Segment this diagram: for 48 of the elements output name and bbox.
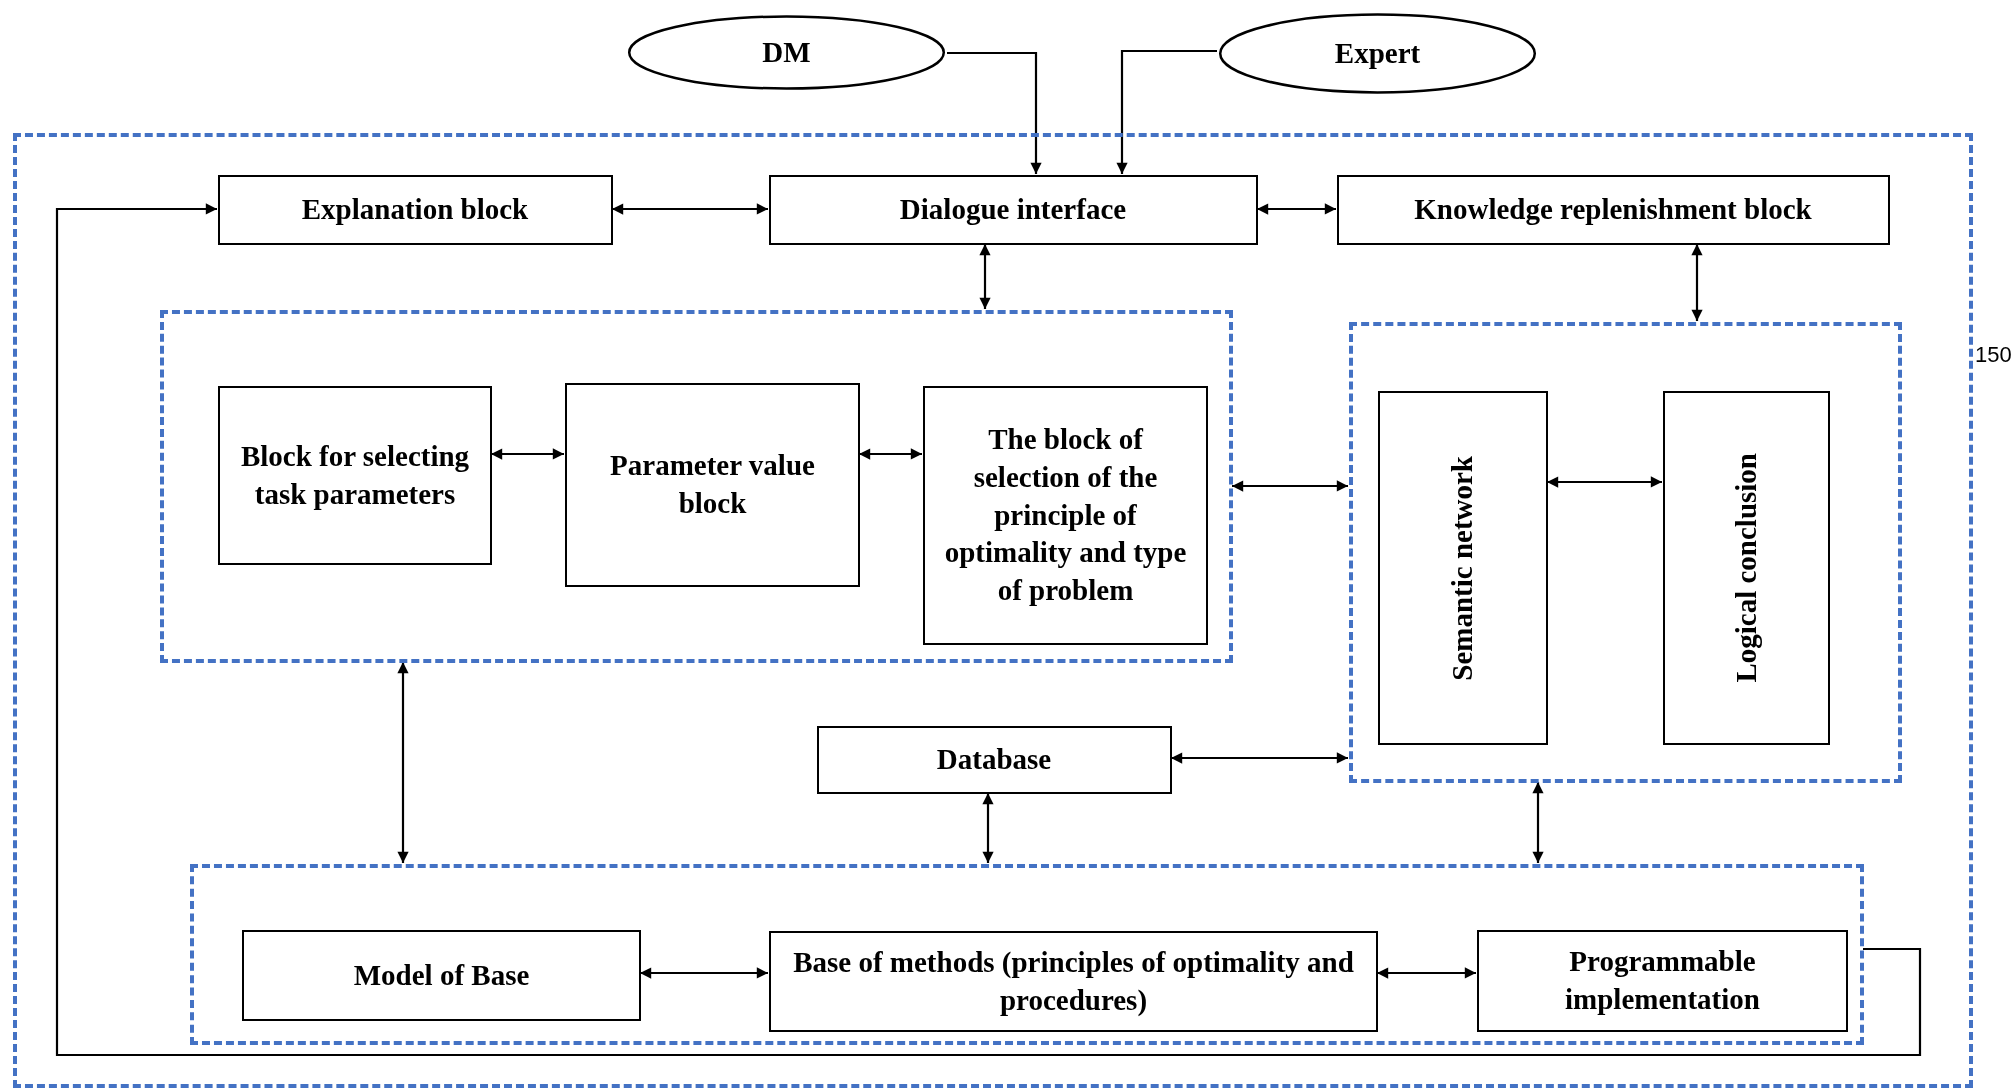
arrow: [947, 51, 1042, 174]
arrow: [1257, 203, 1336, 215]
process-box: [217, 174, 613, 245]
box-label: Semantic network: [1445, 455, 1480, 681]
process-box: [1378, 391, 1548, 745]
box-label: Parameter value block: [609, 448, 816, 521]
dashed-group-frame: [189, 863, 1864, 1045]
arrow: [979, 244, 991, 309]
arrow: [612, 203, 768, 215]
box-label: Base of methods (principles of optimality and procedures): [792, 944, 1355, 1018]
process-box: [1477, 930, 1848, 1032]
arrow: [982, 793, 994, 863]
arrow: [397, 662, 409, 863]
arrow: [1116, 49, 1217, 174]
box-label: Logical conclusion: [1728, 453, 1763, 683]
process-box: [1336, 174, 1890, 245]
process-box: [768, 174, 1258, 245]
arrow: [859, 448, 922, 460]
box-label: Dialogue interface: [899, 191, 1127, 227]
process-box: [242, 930, 641, 1021]
box-label: Programmable implementation: [1564, 944, 1761, 1017]
arrow: [1377, 967, 1476, 979]
actor-label: DM: [762, 34, 811, 70]
arrow: [1532, 782, 1544, 863]
arrow: [640, 967, 768, 979]
box-label: Block for selecting task parameters: [239, 438, 471, 512]
arrow: [1547, 476, 1662, 488]
box-label: Knowledge replenishment block: [1414, 191, 1812, 227]
box-label: Model of Base: [353, 957, 530, 993]
process-box: [923, 386, 1208, 645]
process-box: [218, 386, 492, 565]
arrow: [1171, 752, 1348, 764]
arrow: [491, 448, 564, 460]
process-box: [769, 931, 1378, 1032]
actor-label: Expert: [1334, 35, 1421, 71]
dashed-group-frame: [159, 309, 1233, 663]
process-box: [816, 725, 1172, 794]
actor-ellipse: [1217, 13, 1538, 94]
arrow: [1232, 480, 1348, 492]
dashed-group-frame: [1348, 321, 1902, 783]
arrow: [1691, 244, 1703, 321]
box-label: The block of selection of the principle of optimality and type of problem: [943, 422, 1188, 609]
process-box: [565, 383, 860, 587]
process-box: [1663, 391, 1830, 745]
box-label: Database: [936, 741, 1052, 777]
box-label: Explanation block: [301, 191, 529, 227]
actor-ellipse: [626, 15, 947, 90]
page-number: 150: [1975, 342, 2011, 368]
